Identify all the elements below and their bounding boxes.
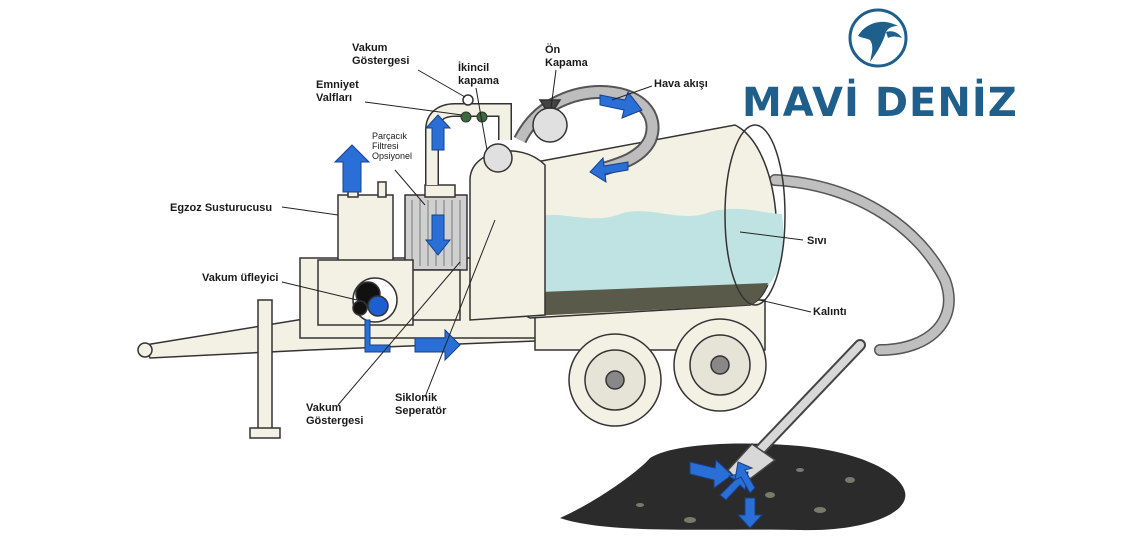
label-egzoz-susturucusu: Egzoz Susturucusu <box>170 202 273 214</box>
brand-name: MAVİ DENİZ <box>742 80 1018 126</box>
tank <box>493 124 786 319</box>
leader-lines <box>281 69 812 406</box>
label-emniyet-valflari: Emniyet Valfları <box>316 79 359 104</box>
vacuum-blower <box>317 259 414 326</box>
label-vakum-gostergesi-bottom: Vakum Göstergesi <box>306 402 364 427</box>
primary-shutoff-valve <box>532 99 568 143</box>
label-sivi: Sıvı <box>807 235 827 247</box>
label-vakum-gostergesi-top: Vakum Göstergesi <box>352 42 410 67</box>
secondary-shutoff-valve <box>483 143 513 173</box>
label-parcacik-filtresi: Parçacık Filtresi Opsiyonel <box>372 131 413 161</box>
dolphin-logo-icon <box>848 8 908 68</box>
label-ikincil-kapama: İkincil kapama <box>458 62 499 87</box>
cyclone-separator <box>404 150 546 321</box>
label-vakum-ufleyici: Vakum üfleyici <box>202 272 279 284</box>
tank-debris <box>529 283 768 316</box>
label-hava-akisi: Hava akışı <box>654 78 708 90</box>
tank-liquid <box>526 208 784 295</box>
vacuum-gauge-top <box>462 94 474 106</box>
wheel-rear <box>673 318 767 412</box>
label-siklonik-seperator: Siklonik Seperatör <box>395 392 447 417</box>
label-on-kapama: Ön Kapama <box>545 44 588 69</box>
wheel-front <box>568 333 662 427</box>
exhaust-silencer <box>337 181 394 266</box>
safety-valves <box>460 111 488 123</box>
label-kalinti: Kalıntı <box>813 306 847 318</box>
sludge-debris <box>636 468 855 523</box>
airflow-arrows <box>333 90 764 529</box>
